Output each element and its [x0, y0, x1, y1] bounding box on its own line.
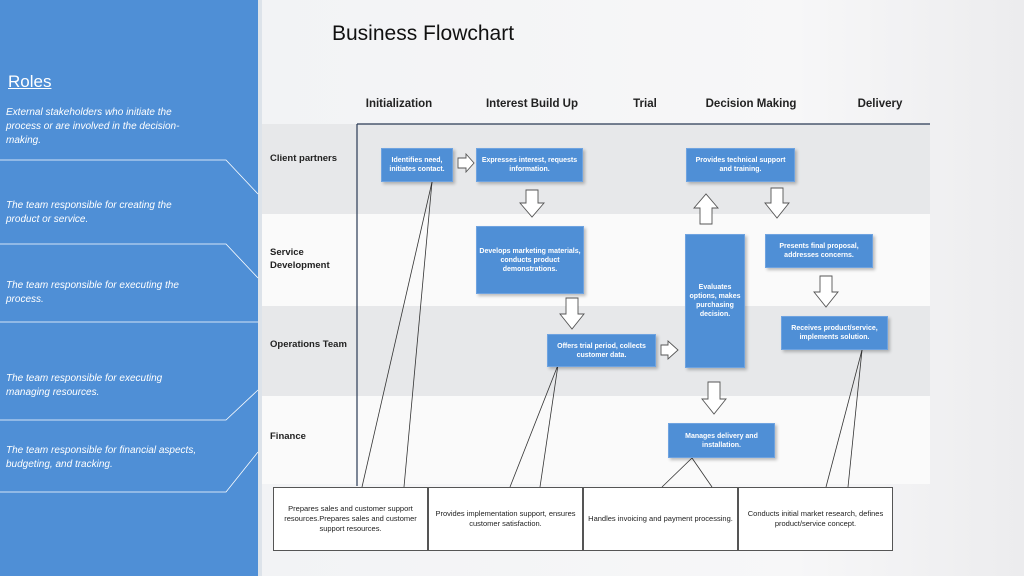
lane-operations-team: Operations Team	[270, 339, 347, 350]
lane-service-development: Service Development	[270, 247, 330, 271]
lane-finance: Finance	[270, 431, 306, 442]
step-expresses-interest: Expresses interest, requests information…	[476, 148, 583, 182]
phase-initialization: Initialization	[365, 98, 433, 110]
phase-decision-making: Decision Making	[705, 98, 797, 110]
phase-trial: Trial	[633, 98, 657, 110]
roles-sidebar	[0, 0, 258, 576]
note-sales-support: Prepares sales and customer support reso…	[273, 487, 428, 551]
step-manages-delivery: Manages delivery and installation.	[668, 423, 775, 458]
role-description-service: The team responsible for creating the pr…	[6, 200, 172, 225]
step-receives-product: Receives product/service, implements sol…	[781, 316, 888, 350]
page-title: Business Flowchart	[332, 22, 515, 45]
role-description-resources: The team responsible for executing manag…	[6, 373, 163, 398]
sidebar-divider	[258, 0, 262, 576]
role-description-finance: The team responsible for financial aspec…	[6, 445, 197, 470]
step-final-proposal: Presents final proposal, addresses conce…	[765, 234, 873, 268]
step-technical-support: Provides technical support and training.	[686, 148, 795, 182]
step-identifies-need: Identifies need, initiates contact.	[381, 148, 453, 182]
lane-band-client	[262, 124, 930, 214]
note-invoicing: Handles invoicing and payment processing…	[583, 487, 738, 551]
roles-title: Roles	[8, 72, 52, 91]
lane-band-finance	[262, 396, 930, 484]
lane-client-partners: Client partners	[270, 153, 338, 164]
note-market-research: Conducts initial market research, define…	[738, 487, 893, 551]
step-develops-marketing: Develops marketing materials, conducts p…	[476, 226, 584, 294]
phase-delivery: Delivery	[857, 98, 903, 110]
role-description-client: External stakeholders who initiate the p…	[6, 107, 180, 146]
phase-interest-build-up: Interest Build Up	[485, 98, 578, 110]
step-evaluates-options: Evaluates options, makes purchasing deci…	[685, 234, 745, 368]
role-description-operations: The team responsible for executing the p…	[6, 280, 179, 305]
step-trial-period: Offers trial period, collects customer d…	[547, 334, 656, 367]
note-implementation-support: Provides implementation support, ensures…	[428, 487, 583, 551]
